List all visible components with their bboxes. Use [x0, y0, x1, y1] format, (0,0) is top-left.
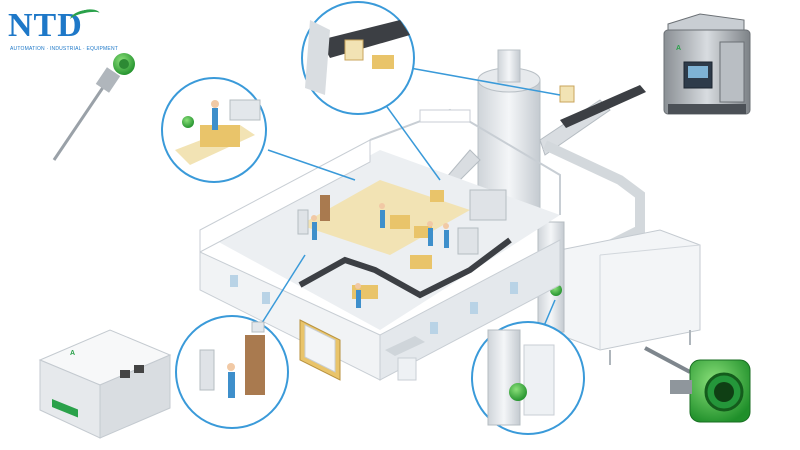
- workers: [311, 203, 449, 308]
- machine: [457, 227, 479, 255]
- wall-cabinet: [297, 209, 309, 235]
- dust-analyzer-cabinet: A: [663, 13, 751, 115]
- callout-weighing: [161, 77, 267, 183]
- machine: [469, 189, 507, 221]
- callout-duct-sensor: [471, 321, 585, 435]
- callout-door-sensor: [175, 315, 289, 429]
- svg-text:A: A: [676, 45, 681, 52]
- dust-collector: [559, 229, 701, 365]
- svg-text:A: A: [70, 350, 75, 357]
- explosion-proof-sensor: [644, 346, 751, 423]
- callout-conveyor: [301, 1, 415, 115]
- company-logo: NTD AUTOMATION · INDUSTRIAL · EQUIPMENT: [8, 7, 119, 58]
- control-unit: A: [38, 329, 172, 439]
- logo-text: NTD: [8, 7, 83, 44]
- rod-level-sensor: [52, 53, 135, 161]
- interior-door: [320, 195, 330, 221]
- silo: [439, 49, 611, 211]
- interior-conveyor: [298, 237, 512, 299]
- logo-tagline: AUTOMATION · INDUSTRIAL · EQUIPMENT: [10, 46, 119, 52]
- top-conveyor: [559, 85, 646, 128]
